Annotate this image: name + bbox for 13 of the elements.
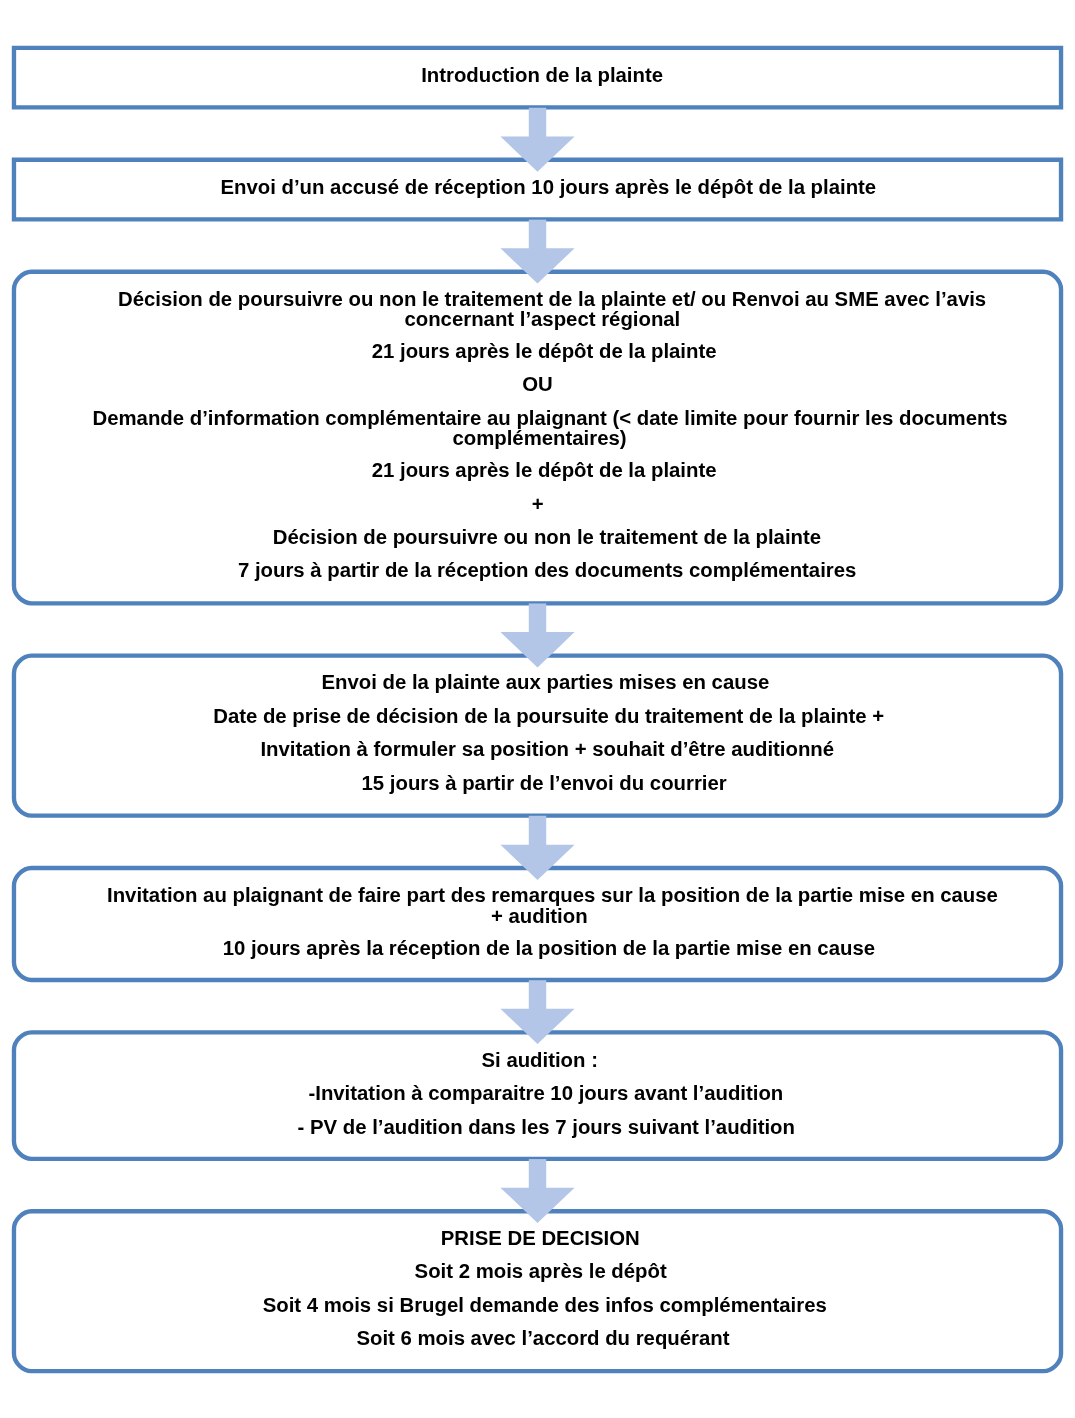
- arrow: [500, 815, 575, 880]
- node-box: Envoi d’un accusé de réception 10 jours après le dépôt de la plainte: [11, 157, 1064, 222]
- arrow: [500, 979, 575, 1044]
- arrow: [500, 219, 575, 284]
- node-box: PRISE DE DECISION Soit 2 mois après le dépôt Soit 4 mois si Brugel demande des infos complémentaires Soit 6 mois avec l’accord du requérant: [11, 1208, 1064, 1373]
- arrow: [500, 602, 575, 667]
- arrow: [500, 107, 575, 172]
- node-box: Invitation au plaignant de faire part des remarques sur la position de la partie mise en cause + audition 10 jours après la réception de la position de la partie mise en cause: [11, 865, 1064, 982]
- node-box: Envoi de la plainte aux parties mises en cause Date de prise de décision de la poursuite du traitement de la plainte + Invitation à formuler sa position + souhait d’être auditionné 15 jours à partir de l’envoi du courrier: [11, 653, 1064, 818]
- node-box: Décision de poursuivre ou non le traitement de la plainte et/ ou Renvoi au SME avec l’avis concernant l’aspect régional 21 jours après le dépôt de la plainte OU Demande d’information complémentaire au plaignant (< date limite pour fournir les documents complémentaires) 21 jours après le dépôt de la plainte + Décision de poursuivre ou non le traitement de la plainte 7 jours à partir de la réception des documents complémentaires: [11, 269, 1064, 605]
- node-box: Introduction de la plainte: [11, 45, 1064, 110]
- arrow: [500, 1158, 575, 1223]
- node-box: Si audition : -Invitation à comparaitre 10 jours avant l’audition - PV de l’audition dans les 7 jours suivant l’audition: [11, 1029, 1064, 1161]
